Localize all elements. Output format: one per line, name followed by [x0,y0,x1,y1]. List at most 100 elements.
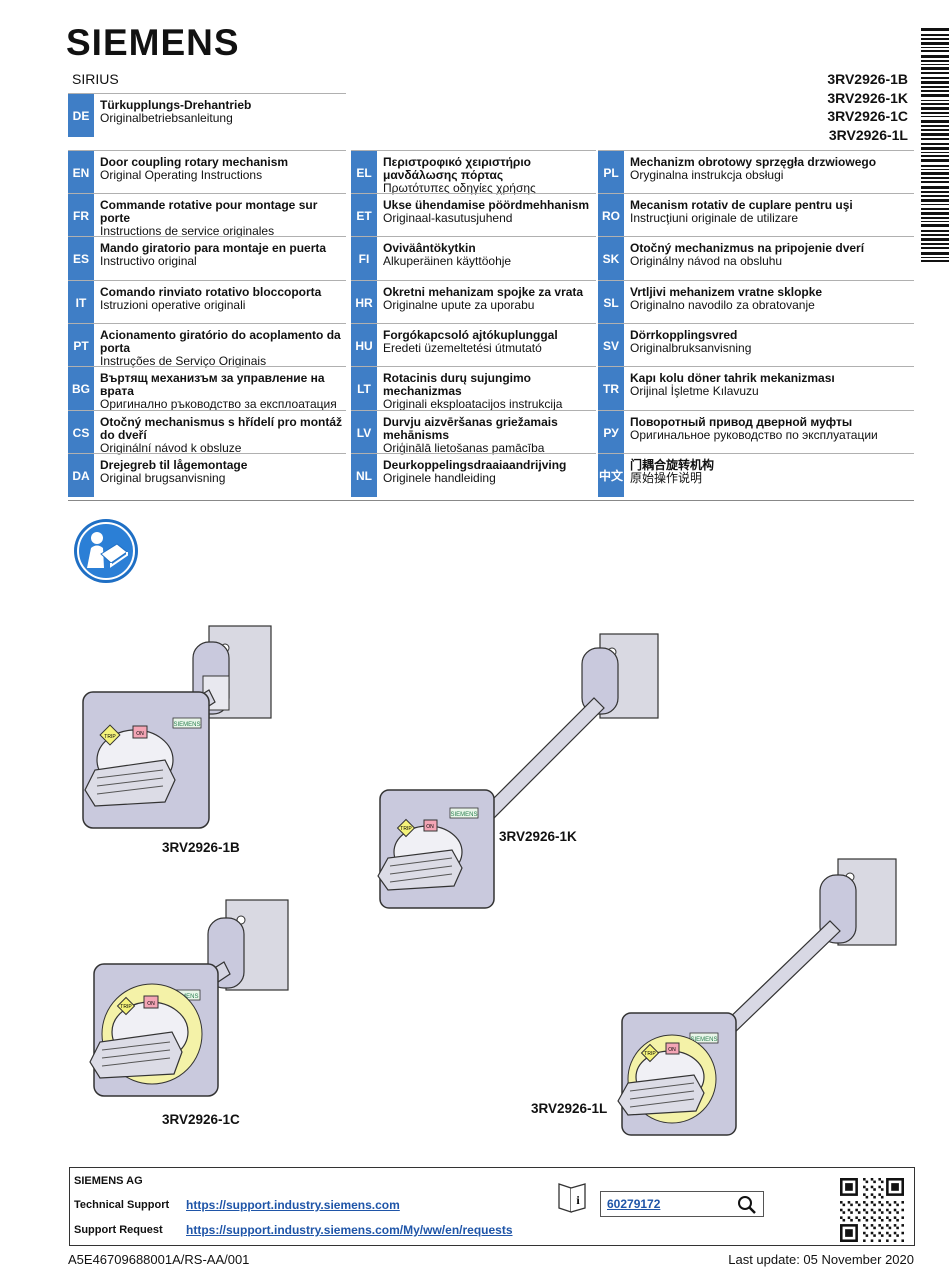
row-divider [68,323,346,324]
language-title: Okretni mehanizam spojke za vrata [383,285,584,299]
barcode-bar [921,221,949,222]
model-number: 3RV2926-1L [828,126,908,143]
language-subtitle: 原始操作说明 [630,471,703,485]
barcode-bar [921,186,949,189]
model-caption: 3RV2926-1C [162,1112,240,1127]
barcode-bar [921,38,949,40]
language-text: Περιστροφικό χειριστήριο μανδάλωσης πόρτ… [383,156,596,195]
technical-support-label: Technical Support [74,1199,170,1211]
support-footer: SIEMENS AG Technical Support https://sup… [69,1167,915,1246]
language-title: Commande rotative pour montage sur porte [100,198,318,225]
model-list: 3RV2926-1B 3RV2926-1K 3RV2926-1C 3RV2926… [827,70,908,144]
barcode-bar [921,86,949,88]
handle-illustration-1l: SIEMENS TRIP ON [617,858,897,1136]
info-book-icon: i [558,1183,586,1213]
language-subtitle: Originalbetriebsanleitung [100,111,233,125]
language-title: Durvju aizvēršanas griežamais mehānisms [383,415,558,442]
barcode-bar [921,181,949,183]
language-title: Dörrkopplingsvred [630,328,738,342]
language-code-badge: FI [351,237,377,280]
barcode-bar [921,28,949,31]
siemens-logo: SIEMENS [66,22,240,63]
support-request-link[interactable]: https://support.industry.siemens.com/My/… [186,1223,513,1237]
barcode-bar [921,212,949,215]
language-title: Forgókapcsoló ajtókuplunggal [383,328,558,342]
barcode-bar [921,252,949,255]
qr-code [840,1178,904,1242]
barcode-bar [921,208,949,210]
barcode-bar [921,116,949,117]
barcode-bar [921,204,949,205]
barcode-bar [921,103,949,105]
language-subtitle: Istruzioni operative originali [100,298,246,312]
barcode-bar [921,217,949,219]
trip-label: TRIP [120,1004,132,1010]
barcode-bar [921,77,949,79]
series-name: SIRIUS [72,71,119,87]
language-entry: 中文门耦合旋转机构原始操作说明 [598,454,914,497]
language-title: Ukse ühendamise pöördmehhanism [383,198,590,212]
barcode-bar [921,191,949,193]
barcode-bar [921,199,949,202]
language-subtitle: Oriģinālā lietošanas pamācība [383,441,545,455]
on-label: ON [147,1001,155,1007]
model-caption: 3RV2926-1K [499,829,577,844]
language-text: Commande rotative pour montage sur porte… [100,199,346,238]
language-subtitle: Orijinal İşletme Kılavuzu [630,384,759,398]
language-subtitle: Оригинално ръководство за експлоатация [100,397,337,411]
row-divider [351,150,596,151]
model-caption: 3RV2926-1L [531,1101,608,1116]
language-text: 门耦合旋转机构原始操作说明 [630,459,914,485]
row-divider [68,453,346,454]
barcode-bar [921,138,949,140]
barcode-bar [921,243,949,245]
row-divider [598,410,914,411]
model-number: 3RV2926-1B [827,71,908,87]
language-subtitle: Instrucţiuni originale de utilizare [630,211,799,225]
support-request-label: Support Request [74,1224,163,1236]
row-divider [351,323,596,324]
row-divider [68,93,346,94]
language-title: Rotacinis durų sujungimo mechanizmas [383,371,532,398]
handle-badge: SIEMENS [173,722,200,728]
barcode-bar [921,64,949,65]
language-title: Mecanism rotativ de cuplare pentru uşi [630,198,853,212]
language-code-badge: RO [598,194,624,237]
handle-badge: SIEMENS [690,1037,717,1043]
model-number: 3RV2926-1K [827,89,908,106]
technical-support-link[interactable]: https://support.industry.siemens.com [186,1198,400,1212]
barcode-bar [921,34,949,36]
search-icon[interactable] [737,1195,757,1215]
language-subtitle: Originali eksploatacijos instrukcija [383,397,563,411]
language-title: Περιστροφικό χειριστήριο μανδάλωσης πόρτ… [383,155,531,182]
handle-illustration-1c: SIEMENS TRIP ON [89,899,289,1097]
language-title: Comando rinviato rotativo bloccoporta [100,285,322,299]
handle-illustration-1b: SIEMENS TRIP ON [82,625,272,829]
language-title: Kapı kolu döner tahrik mekanizması [630,371,835,385]
document-number-link[interactable]: 60279172 [607,1197,661,1211]
row-divider [351,453,596,454]
language-code-badge: HR [351,281,377,324]
language-code-badge: BG [68,367,94,410]
language-code-badge: TR [598,367,624,410]
row-divider [68,410,346,411]
svg-text:i: i [576,1193,580,1207]
language-code-badge: NL [351,454,377,497]
document-search-field[interactable]: 60279172 [600,1191,764,1217]
